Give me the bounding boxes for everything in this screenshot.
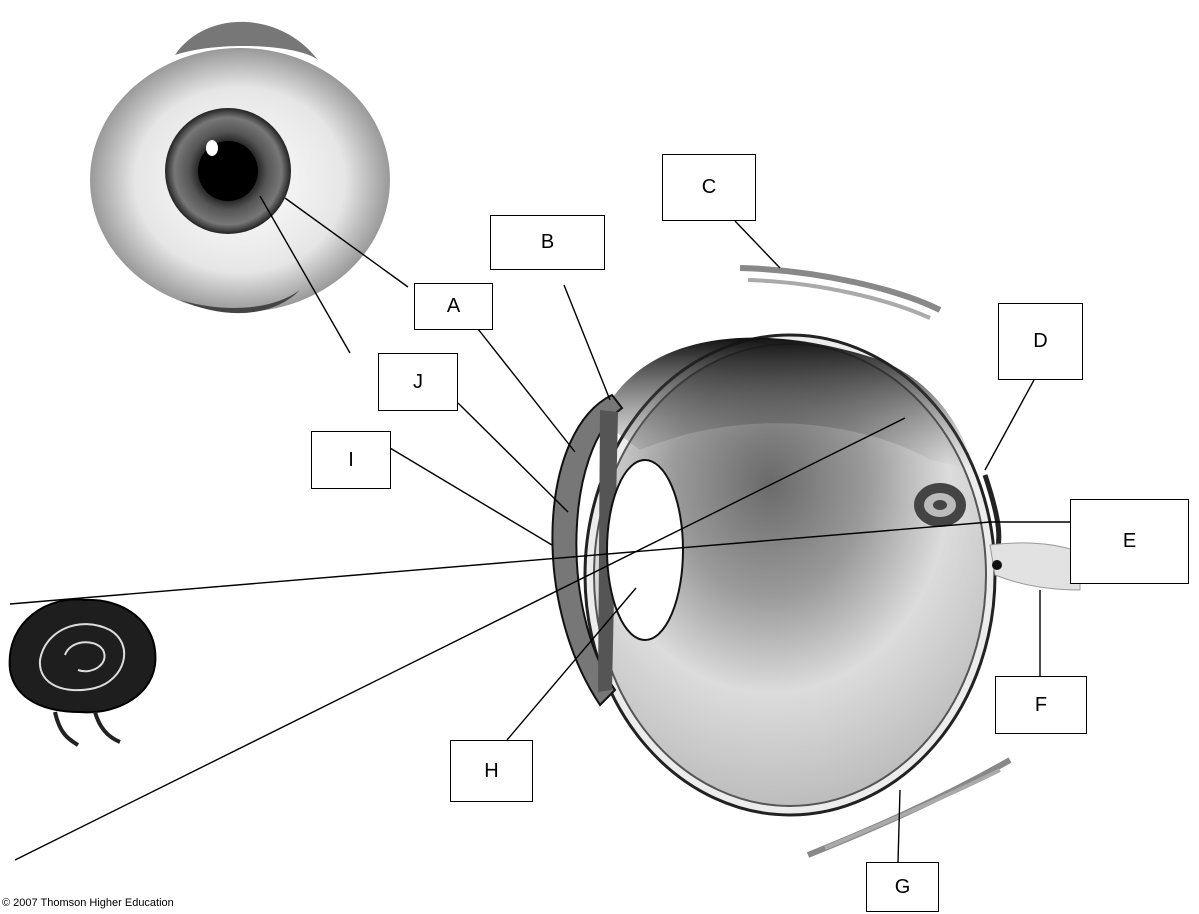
leader-d [985,380,1034,470]
pupil-highlight [206,140,218,156]
label-d: D [998,303,1083,380]
label-g: G [866,862,939,912]
label-e: E [1070,499,1189,584]
leader-g [898,790,900,862]
label-f: F [995,676,1087,734]
label-i: I [311,431,391,489]
leader-j-bottom [458,403,568,512]
copyright-credit: © 2007 Thomson Higher Education [2,897,174,909]
label-b: B [490,215,605,270]
leader-c [735,221,780,268]
label-j: J [378,353,458,411]
label-c: C [662,154,756,221]
leader-i [390,448,552,545]
label-a: A [414,283,493,330]
optic-disc [992,560,1002,570]
optic-nerve [990,543,1080,590]
lens [607,460,683,640]
leader-a-bottom [478,329,575,452]
rose-object [10,599,156,745]
front-view-eye [90,22,390,313]
retinal-rose-image [914,483,966,527]
leader-b [564,285,610,400]
label-h: H [450,740,533,802]
